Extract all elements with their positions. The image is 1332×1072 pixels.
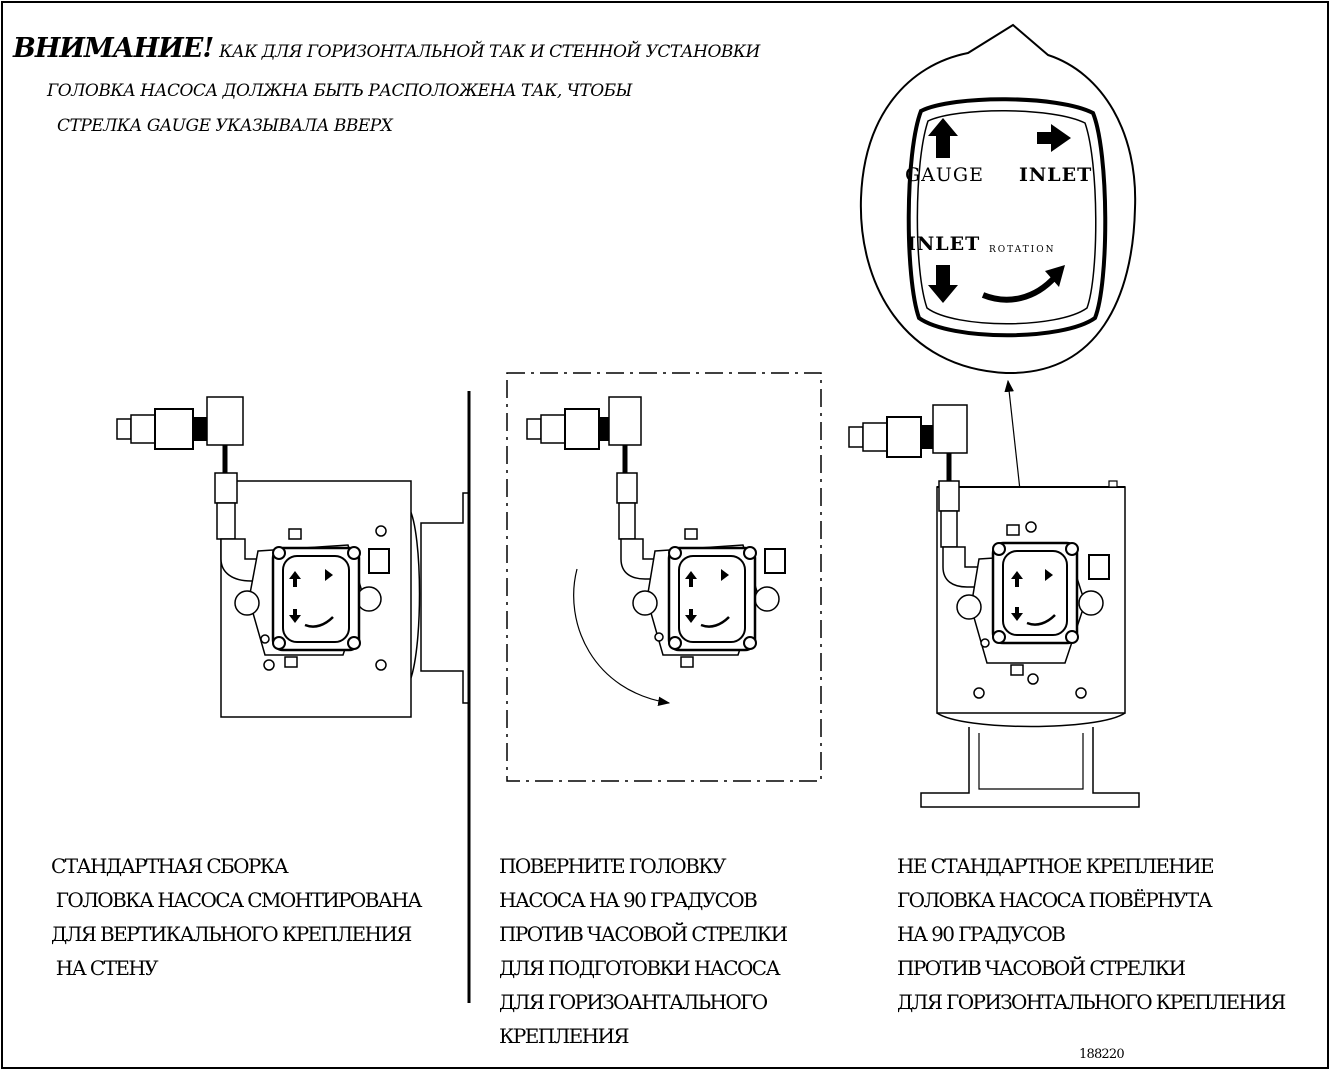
warning-line-1: ВНИМАНИЕ!КАК ДЛЯ ГОРИЗОНТАЛЬНОЙ ТАК И СТ… xyxy=(13,33,760,64)
drawing-code: 188220 xyxy=(1079,1047,1125,1062)
caption-line: ДЛЯ ГОРИЗОАНТАЛЬНОГО xyxy=(499,990,768,1014)
caption-line: ДЛЯ ГОРИЗОНТАЛЬНОГО КРЕПЛЕНИЯ xyxy=(897,990,1286,1014)
caption-line: НА СТЕНУ xyxy=(51,956,159,980)
caption-line: ПОВЕРНИТЕ ГОЛОВКУ xyxy=(499,854,727,878)
caption-line: СТАНДАРТНАЯ СБОРКА xyxy=(51,854,289,878)
inlet-label-top: INLET xyxy=(1019,164,1092,186)
caption-standard-assembly: СТАНДАРТНАЯ СБОРКА ГОЛОВКА НАСОСА СМОНТИ… xyxy=(51,849,423,985)
caption-line: НЕ СТАНДАРТНОЕ КРЕПЛЕНИЕ xyxy=(897,854,1215,878)
caption-line: ГОЛОВКА НАСОСА ПОВЁРНУТА xyxy=(897,888,1213,912)
caption-line: НАСОСА НА 90 ГРАДУСОВ xyxy=(499,888,758,912)
caption-nonstandard-mount: НЕ СТАНДАРТНОЕ КРЕПЛЕНИЕ ГОЛОВКА НАСОСА … xyxy=(897,849,1286,1019)
pump-diagram: GAUGE INLET INLET ROTATION xyxy=(116,23,1140,1003)
caption-line: НА 90 ГРАДУСОВ xyxy=(897,922,1066,946)
pump-rotate-head-step xyxy=(506,372,822,782)
rotation-direction-arrow xyxy=(573,568,671,707)
pump-head-detail-callout: GAUGE INLET INLET ROTATION xyxy=(859,23,1137,375)
caption-line: ПРОТИВ ЧАСОВОЙ СТРЕЛКИ xyxy=(897,956,1186,980)
gauge-label: GAUGE xyxy=(905,164,984,186)
caption-line: ДЛЯ ПОДГОТОВКИ НАСОСА xyxy=(499,956,781,980)
caption-line: ГОЛОВКА НАСОСА СМОНТИРОВАНА xyxy=(51,888,423,912)
inlet-down-arrow-icon xyxy=(928,265,958,303)
caption-line: ПРОТИВ ЧАСОВОЙ СТРЕЛКИ xyxy=(499,922,788,946)
warning-line-3: СТРЕЛКА GAUGE УКАЗЫВАЛА ВВЕРХ xyxy=(57,116,393,136)
inlet-label-bottom: INLET xyxy=(907,233,980,255)
pump-floor-mount-rotated xyxy=(848,404,1140,808)
rotation-arrow-icon xyxy=(981,265,1065,303)
caption-line: КРЕПЛЕНИЯ xyxy=(499,1024,630,1048)
caption-rotate-head: ПОВЕРНИТЕ ГОЛОВКУ НАСОСА НА 90 ГРАДУСОВ … xyxy=(499,849,788,1053)
pump-standard-wall-mount xyxy=(116,391,471,1003)
warning-line-2: ГОЛОВКА НАСОСА ДОЛЖНА БЫТЬ РАСПОЛОЖЕНА Т… xyxy=(47,81,632,101)
inlet-right-arrow-icon xyxy=(1037,124,1071,152)
warning-text-1: КАК ДЛЯ ГОРИЗОНТАЛЬНОЙ ТАК И СТЕННОЙ УСТ… xyxy=(219,42,760,62)
warning-title: ВНИМАНИЕ! xyxy=(13,33,214,64)
caption-line: ДЛЯ ВЕРТИКАЛЬНОГО КРЕПЛЕНИЯ xyxy=(51,922,412,946)
gauge-up-arrow-icon xyxy=(928,118,958,158)
rotation-label: ROTATION xyxy=(989,245,1055,255)
